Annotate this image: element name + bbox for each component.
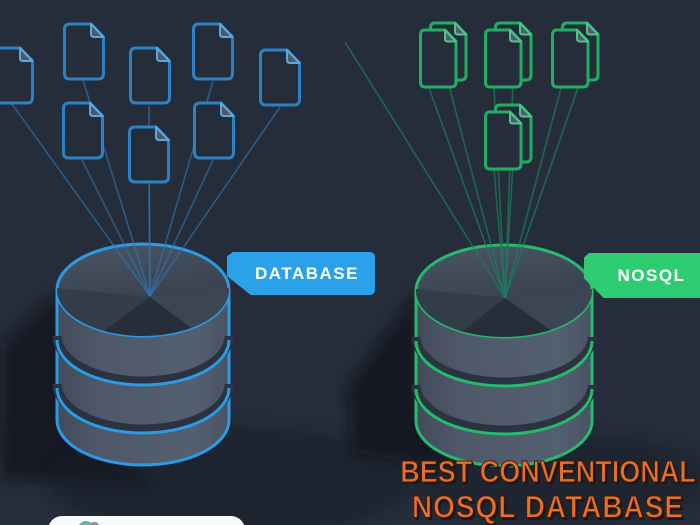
left-documents-group — [0, 22, 301, 184]
right-documents-group — [421, 23, 599, 169]
database-tag-label: DATABASE — [255, 263, 359, 283]
caption: BEST CONVENTIONAL NOSQL DATABASE — [398, 454, 698, 525]
database-cylinder-icon — [52, 242, 234, 467]
document-icon — [259, 48, 301, 107]
document-icon — [63, 22, 105, 81]
nosql-convergence-lines — [344, 41, 581, 299]
nosql-cylinder-icon — [411, 243, 597, 468]
document-stack-icon — [421, 23, 467, 87]
caption-line-2: NOSQL DATABASE — [411, 489, 685, 525]
document-icon — [192, 22, 234, 81]
nosql-tag-label: NOSQL — [617, 265, 686, 285]
database-tag: DATABASE — [227, 252, 375, 295]
document-stack-icon — [486, 23, 532, 87]
document-icon — [129, 46, 171, 105]
watermark-logo-icon — [78, 521, 94, 525]
document-icon — [0, 46, 34, 105]
nosql-tag: NOSQL — [584, 253, 700, 298]
watermark-box — [48, 516, 245, 525]
caption-line-1: BEST CONVENTIONAL — [400, 454, 697, 489]
document-icon — [128, 125, 170, 184]
watermark-logo-icon — [90, 522, 99, 525]
document-stack-icon — [486, 105, 532, 169]
document-icon — [62, 101, 104, 160]
document-icon — [193, 101, 235, 160]
document-stack-icon — [553, 23, 599, 87]
